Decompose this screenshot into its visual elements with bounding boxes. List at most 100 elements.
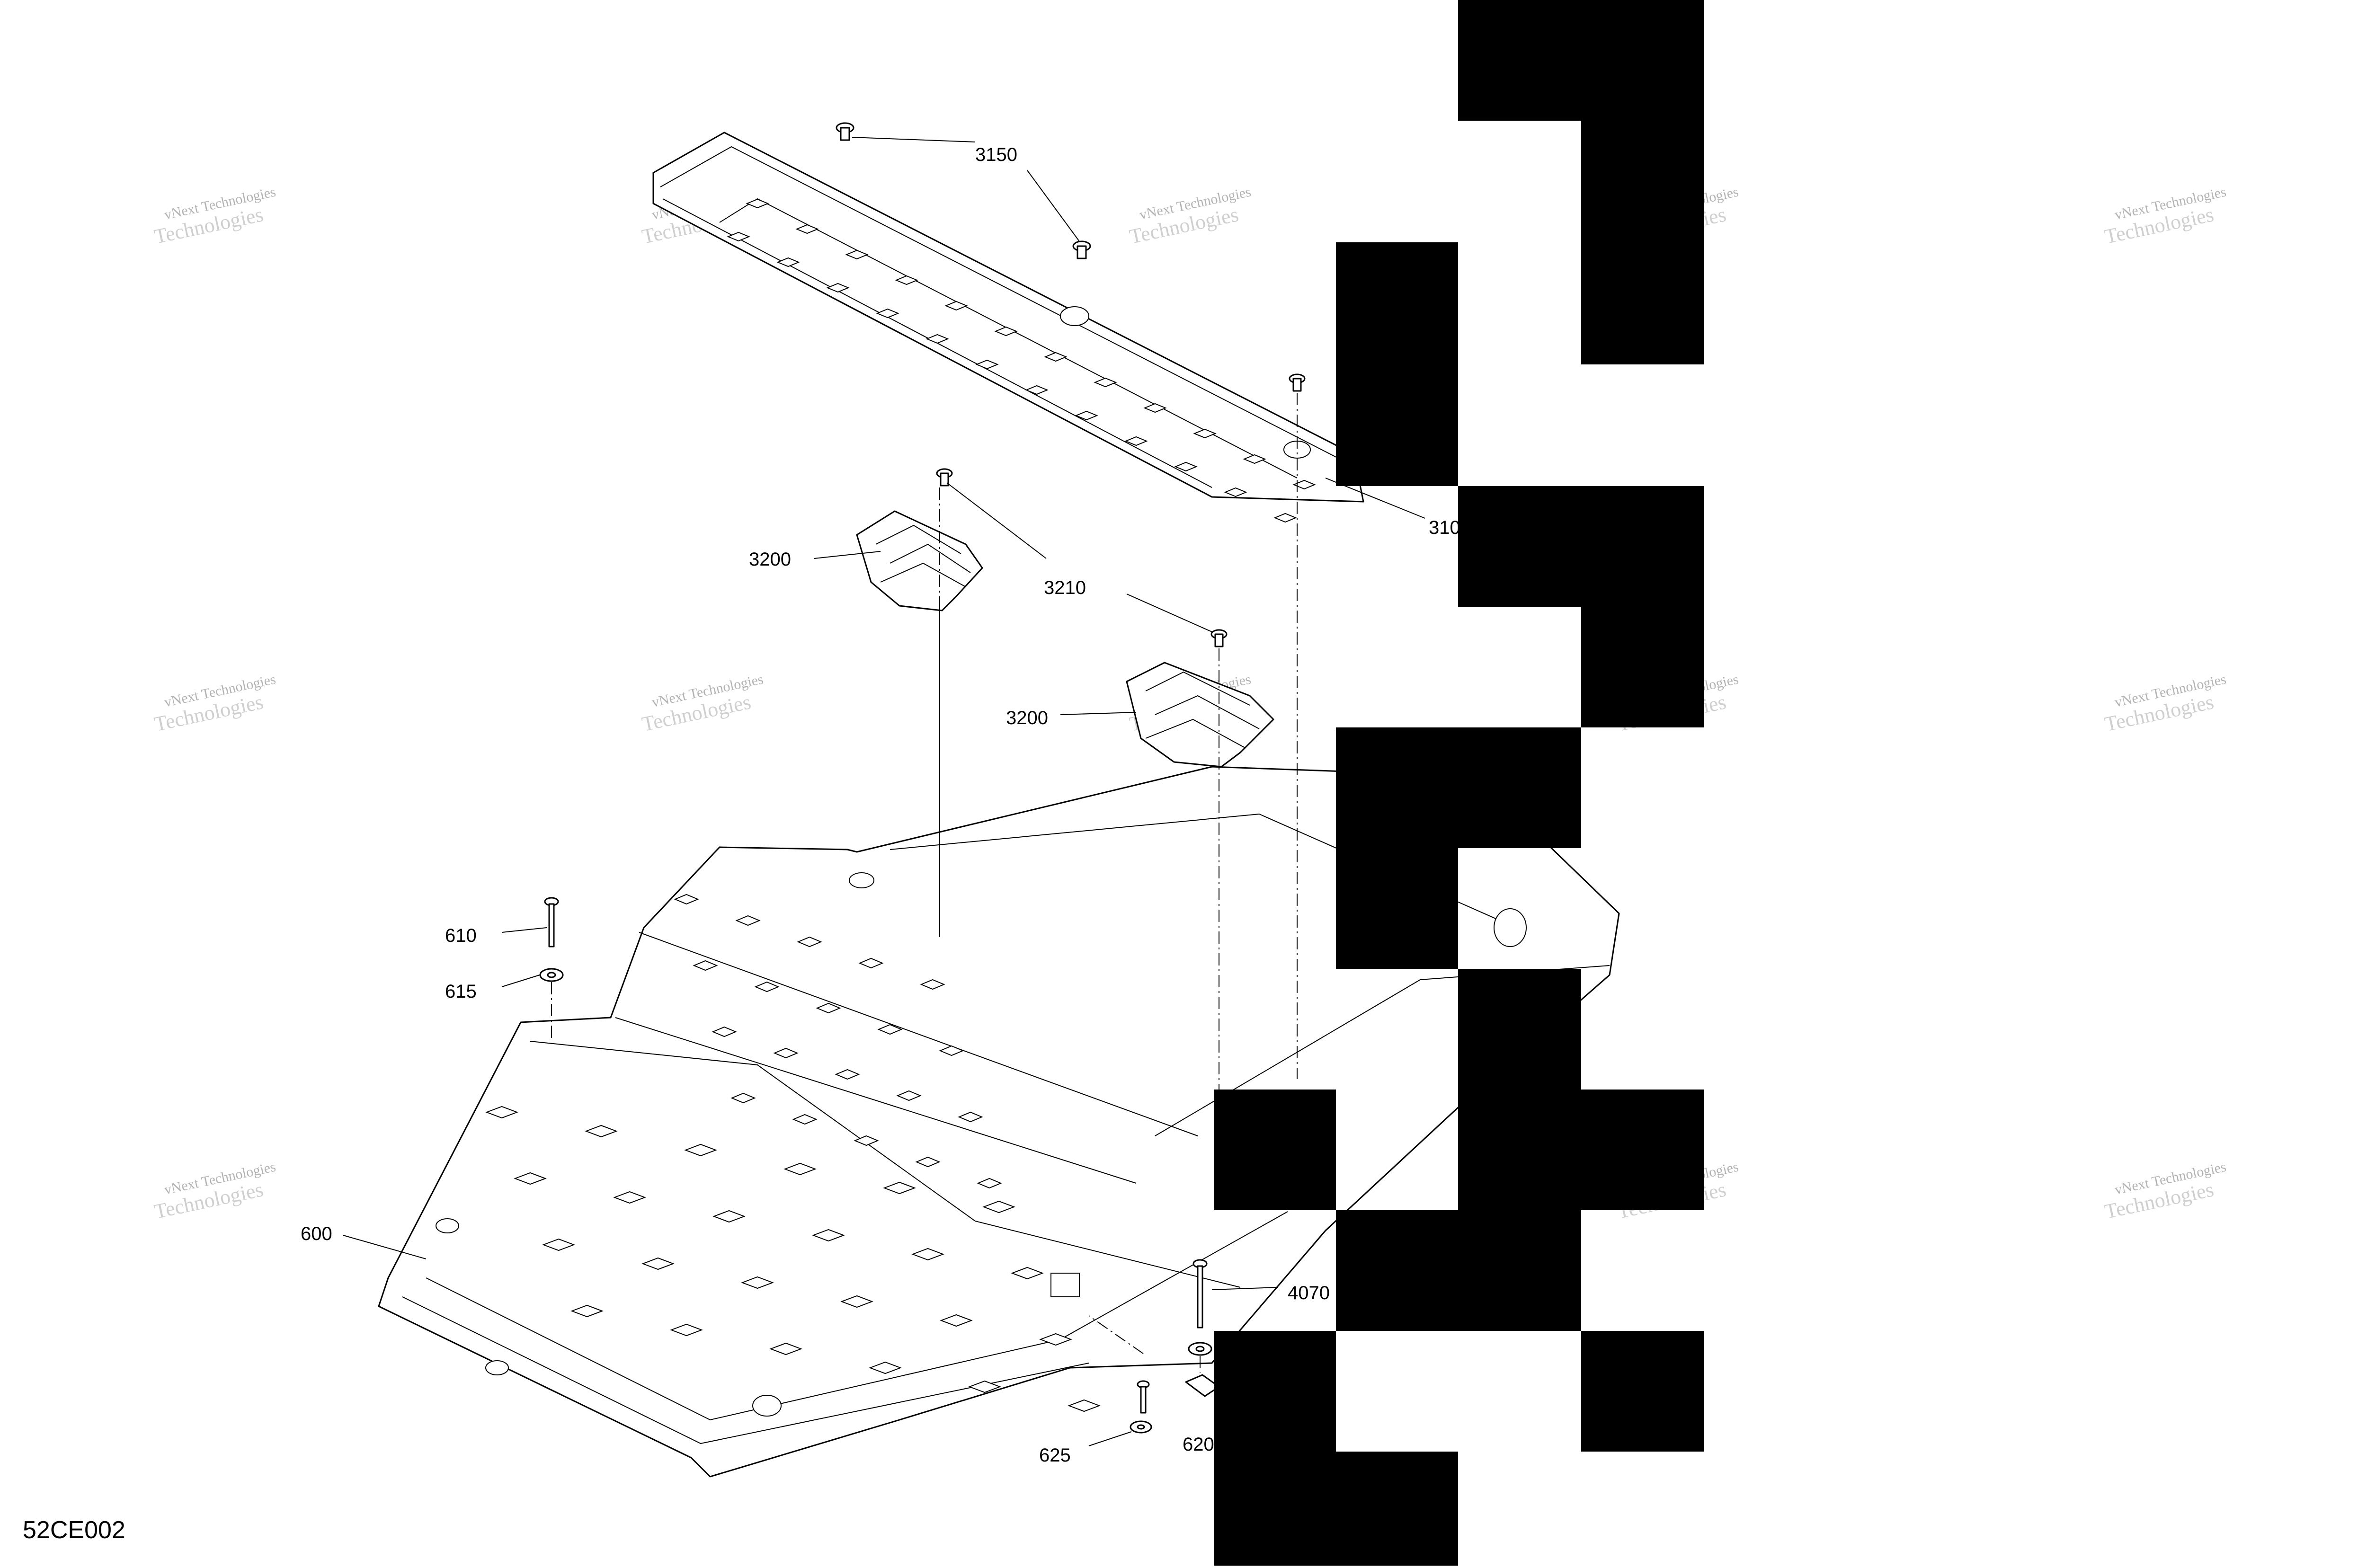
callout-615: 615 — [445, 981, 477, 1002]
panel-slot — [746, 198, 769, 209]
panel-slot — [792, 1114, 818, 1125]
panel-slot — [741, 1276, 774, 1289]
callout-labels: 3150 3100 3200 3210 3200 610 615 600 407… — [301, 144, 1471, 1466]
panel-slot — [845, 249, 869, 260]
panel-slot — [1193, 428, 1217, 439]
redaction-block — [1581, 607, 1704, 727]
panel-slot — [797, 936, 822, 948]
panel-slot — [776, 257, 800, 267]
redaction-block — [1581, 121, 1704, 364]
panel-slot — [727, 231, 750, 242]
push-fastener-3210-b — [1210, 629, 1228, 647]
push-fastener-3100 — [1289, 373, 1306, 392]
panel-slot — [795, 224, 819, 234]
panel-slot — [883, 1181, 916, 1195]
callout-4070: 4070 — [1288, 1283, 1330, 1303]
redaction-block — [1336, 727, 1581, 848]
panel-slot — [1292, 479, 1316, 490]
redaction-block — [1336, 242, 1458, 486]
panel-slot — [958, 1111, 983, 1123]
foam-block-3200-lower — [1126, 662, 1274, 768]
panel-slot — [735, 915, 761, 926]
panel-slot — [1039, 1333, 1072, 1346]
panel-slot — [514, 1172, 547, 1185]
panel-slot — [915, 1156, 941, 1168]
panel-slot — [1025, 385, 1049, 395]
panel-slot — [1124, 436, 1148, 446]
panel-slot — [1224, 487, 1247, 497]
panel-slot — [754, 981, 780, 992]
panel-slot — [1174, 461, 1198, 472]
panel-slot — [674, 894, 699, 905]
redaction-block — [1214, 1331, 1336, 1452]
panel-slot — [835, 1069, 860, 1080]
panel-slot — [585, 1125, 618, 1138]
redaction-block — [1336, 1210, 1581, 1331]
panel-slot — [693, 960, 718, 971]
panel-slot — [877, 1024, 903, 1035]
nut-clip-4070 — [1185, 1374, 1220, 1397]
panel-slot — [1044, 352, 1068, 362]
panel-slot — [968, 1380, 1001, 1393]
redaction-block — [1458, 1090, 1704, 1210]
panel-slot — [1068, 1399, 1101, 1412]
screw-4070 — [1192, 1259, 1208, 1329]
foam-block-3200-upper — [856, 510, 983, 611]
push-fastener-3150-a — [836, 122, 854, 141]
panel-slot — [684, 1143, 717, 1157]
panel-slot — [944, 301, 968, 311]
panel-slot — [670, 1323, 703, 1337]
panel-slot — [1273, 513, 1297, 523]
redaction-block — [1458, 969, 1581, 1090]
redaction-block — [1458, 0, 1704, 121]
panel-slot — [712, 1210, 746, 1223]
upper-cover-panel — [652, 132, 1364, 523]
panel-slot — [1011, 1267, 1044, 1280]
panel-slot — [641, 1257, 675, 1270]
panel-slot — [1243, 454, 1266, 464]
panel-slot — [769, 1342, 802, 1355]
callout-610: 610 — [445, 925, 477, 946]
redaction-block — [1214, 1090, 1336, 1210]
panel-slot — [1075, 410, 1098, 421]
panel-slot — [1143, 403, 1167, 413]
redaction-block — [1214, 1452, 1458, 1566]
callout-3150: 3150 — [975, 144, 1017, 165]
washer-615 — [539, 968, 564, 982]
panel-slot — [783, 1162, 817, 1176]
panel-slot — [570, 1304, 604, 1318]
panel-slot — [730, 1092, 756, 1104]
alignment-lines — [551, 393, 1298, 1373]
callout-625: 625 — [1039, 1445, 1071, 1466]
panel-slot — [911, 1248, 944, 1261]
panel-slot — [977, 1178, 1002, 1189]
panel-slot — [613, 1191, 646, 1204]
callout-3200-upper: 3200 — [749, 549, 791, 570]
panel-slot — [485, 1106, 518, 1119]
panel-slot — [876, 308, 899, 319]
panel-slot — [812, 1229, 845, 1242]
panel-slot — [712, 1026, 737, 1037]
panel-slot — [896, 1090, 922, 1101]
screw-620 — [1137, 1380, 1150, 1414]
callout-620: 620 — [1183, 1434, 1214, 1455]
push-fastener-3210-a — [936, 468, 953, 487]
panel-slot — [840, 1295, 873, 1308]
panel-slot — [920, 979, 945, 990]
panel-slot — [869, 1361, 902, 1374]
redaction-block — [1581, 1331, 1704, 1452]
callout-3200-lower: 3200 — [1006, 708, 1048, 728]
panel-slot — [982, 1200, 1015, 1214]
redaction-blocks — [1214, 0, 1704, 1566]
washer-4070 — [1188, 1342, 1212, 1356]
callout-3210: 3210 — [1044, 577, 1086, 598]
